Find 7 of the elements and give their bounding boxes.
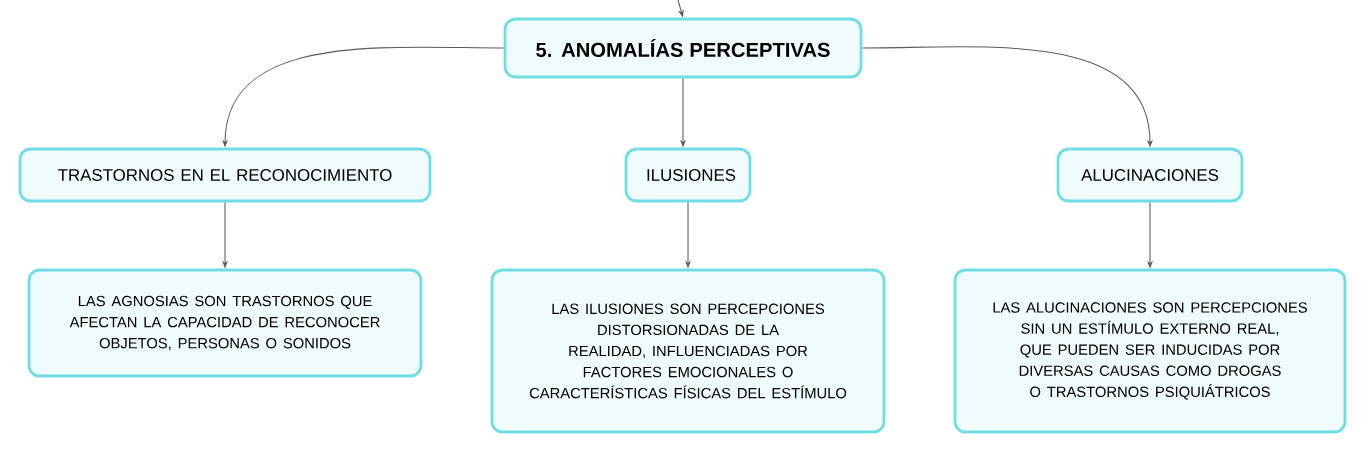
description-box: LAS ALUCINACIONES SON PERCEPCIONES SIN UN ESTÍMULO EXTERNO REAL, QUE PUEDEN SER INDUCIDAS POR DIVERSAS CAUSAS COMO DROGAS O TRASTORNOS PSIQUIÁTRICOS xyxy=(953,268,1347,434)
description-box: LAS AGNOSIAS SON TRASTORNOS QUE AFECTAN LA CAPACIDAD DE RECONOCER OBJETOS, PERSONAS O SONIDOS xyxy=(27,268,423,378)
topic-box: ILUSIONES xyxy=(624,147,752,203)
description-box: LAS ILUSIONES SON PERCEPCIONES DISTORSIONADAS DE LA REALIDAD, INFLUENCIADAS POR FACTORES EMOCIONALES O CARACTERÍSTICAS FÍSICAS DEL ESTÍMULO xyxy=(490,268,886,434)
topic-box: TRASTORNOS EN EL RECONOCIMIENTO xyxy=(18,147,432,203)
central-topic-box: 5. ANOMALÍAS PERCEPTIVAS xyxy=(503,17,863,79)
topic-box: ALUCINACIONES xyxy=(1056,147,1244,203)
